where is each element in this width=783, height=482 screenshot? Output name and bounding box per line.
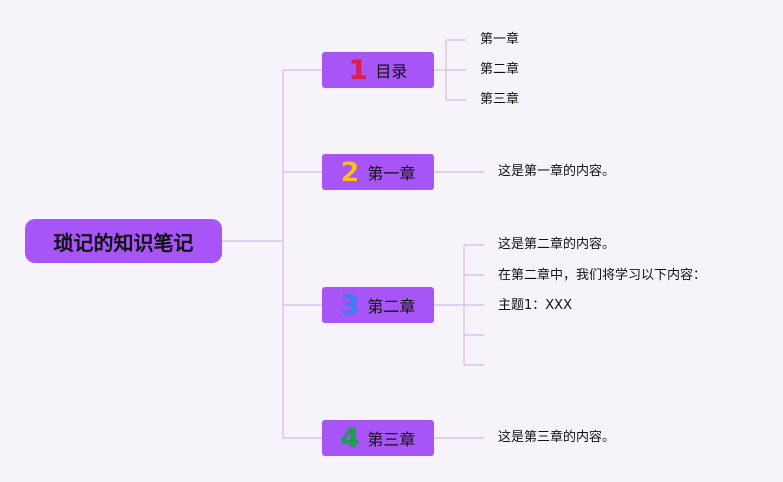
leaf-node[interactable]: 第三章 [480,92,520,107]
number-3-icon: 3 [340,289,360,321]
leaf-node[interactable]: 这是第三章的内容。 [498,430,616,445]
number-1-icon: 1 [348,54,368,86]
leaf-node[interactable]: 这是第一章的内容。 [498,164,616,179]
number-4-icon: 4 [340,422,360,454]
root-topic[interactable]: 琐记的知识笔记 [25,219,222,263]
leaf-node[interactable]: 主题1：XXX [498,298,572,313]
branch-label: 第三章 [367,430,416,449]
number-2-icon: 2 [340,156,360,188]
branch-label: 目录 [375,62,408,81]
root-topic-label: 琐记的知识笔记 [53,230,194,255]
branch-node-4[interactable]: 4 第三章 [322,420,434,456]
branch-node-3[interactable]: 3 第二章 [322,287,434,323]
branch-label: 第二章 [367,297,416,316]
leaf-node[interactable]: 第一章 [480,32,520,47]
branch-node-2[interactable]: 2 第一章 [322,154,434,190]
leaf-node[interactable]: 这是第二章的内容。 [498,237,616,252]
branch-label: 第一章 [367,164,416,183]
leaf-node[interactable]: 第二章 [480,62,520,77]
leaf-node[interactable]: 在第二章中，我们将学习以下内容： [498,268,707,283]
branch-node-1[interactable]: 1 目录 [322,52,434,88]
